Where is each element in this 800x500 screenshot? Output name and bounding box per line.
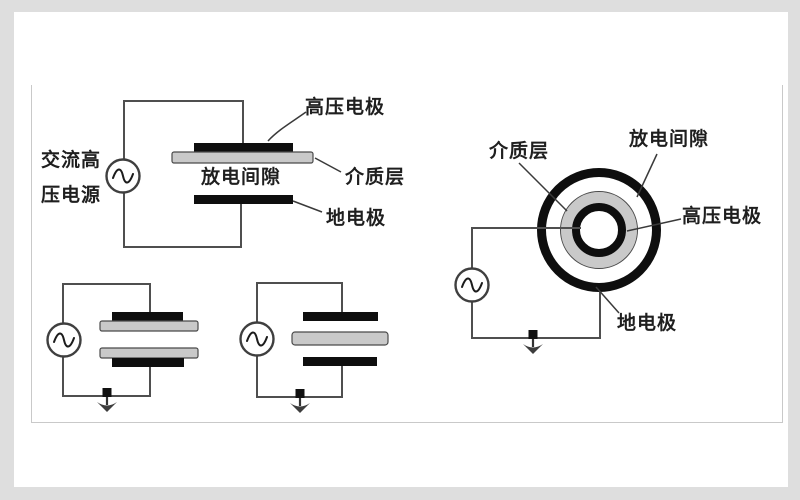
hv-feed-wire: [471, 227, 581, 269]
dielectric-plate-top: [99, 320, 199, 332]
hv-electrode-bar: [112, 312, 183, 321]
outer-ground-electrode-ring: [537, 168, 661, 292]
dielectric-plate-middle: [291, 331, 389, 346]
ground-electrode-bar: [112, 358, 184, 367]
dielectric-plate: [171, 151, 314, 164]
ac-source-icon: [239, 321, 275, 357]
figure-canvas: [14, 12, 788, 487]
dielectric-ring-outline: [560, 191, 638, 269]
coaxial-discharge-gap-label: 放电间隙: [629, 128, 710, 150]
figure-cell-border: [31, 85, 783, 423]
dielectric-leader-line: [518, 162, 568, 212]
ac-source-icon: [454, 267, 490, 303]
ground-electrode-leader-line: [595, 286, 620, 314]
planar-dbd-diagram: [105, 100, 342, 248]
coaxial-dielectric-label: 介质层: [489, 140, 550, 162]
dielectric-plate-bottom: [99, 347, 199, 359]
ac-source-icon: [105, 158, 141, 194]
ac-source-label-line2: 压电源: [41, 184, 102, 206]
coaxial-hv-electrode-label: 高压电极: [682, 205, 763, 227]
hv-electrode-bar: [303, 312, 378, 321]
hv-electrode-leader-line: [626, 218, 682, 232]
ground-icon: [288, 387, 312, 415]
hv-electrode-label: 高压电极: [305, 96, 386, 118]
ac-source-icon: [46, 322, 82, 358]
dielectric-leader-line: [314, 157, 342, 173]
ac-source-label-line1: 交流高: [41, 149, 102, 171]
hv-electrode-leader-line: [267, 111, 307, 142]
ground-electrode-leader-line: [292, 200, 323, 213]
hv-electrode-bar: [194, 143, 293, 152]
coaxial-dbd-diagram: [454, 153, 682, 356]
ground-electrode-bar: [194, 195, 293, 204]
planar-variant-a-diagram: [46, 283, 199, 414]
discharge-gap-leader-line: [636, 153, 658, 198]
ground-electrode-label: 地电极: [326, 207, 387, 229]
ground-electrode-bar: [303, 357, 377, 366]
coaxial-ground-electrode-label: 地电极: [617, 312, 678, 334]
dielectric-label: 介质层: [345, 166, 406, 188]
inner-hv-electrode-ring: [572, 203, 626, 257]
ground-icon: [95, 386, 119, 414]
ground-icon: [521, 328, 545, 356]
discharge-gap-label: 放电间隙: [201, 166, 282, 188]
planar-variant-b-diagram: [239, 282, 389, 415]
